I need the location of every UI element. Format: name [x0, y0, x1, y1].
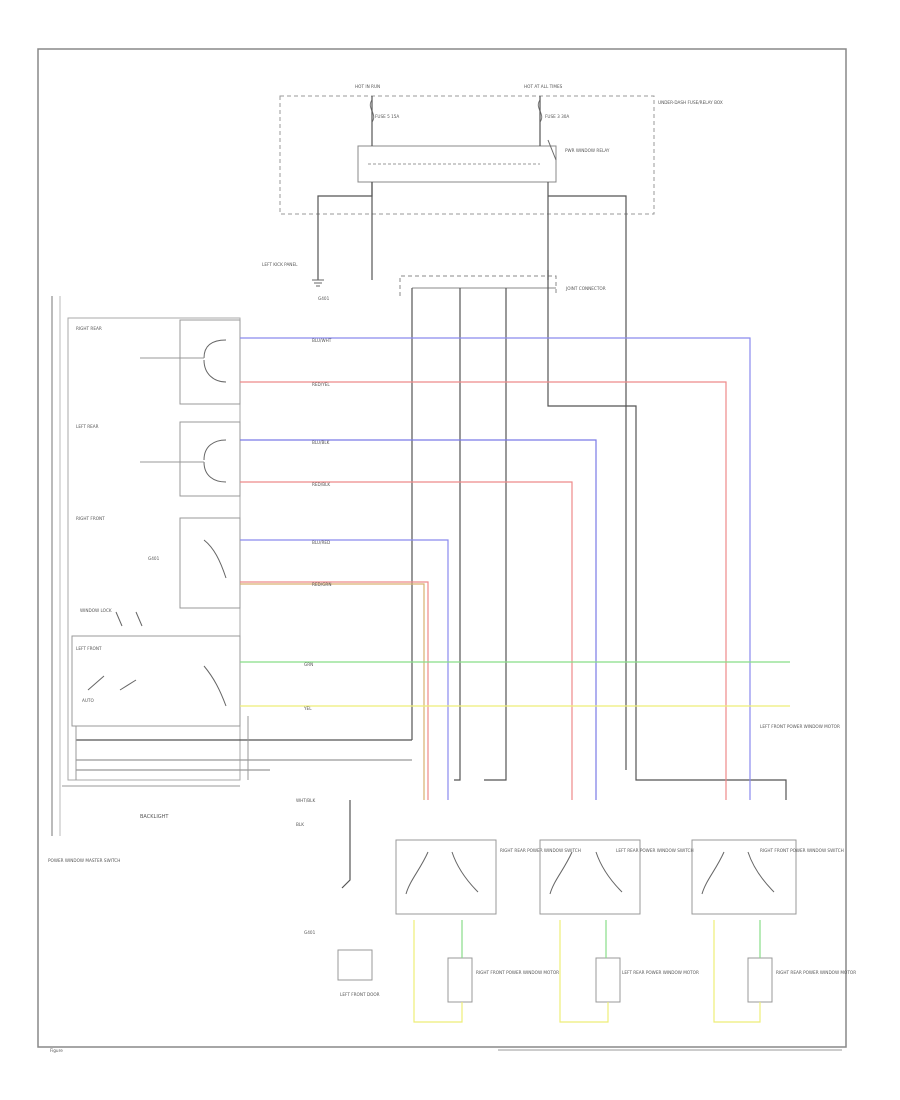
footer-label: Figure	[50, 1048, 63, 1053]
wire-label-10: BLK	[296, 822, 304, 827]
bottom-ground-label: LEFT FRONT DOOR	[340, 992, 380, 997]
junction-feed-wires	[411, 288, 787, 800]
ground-left-label: LEFT KICK PANEL	[262, 262, 298, 267]
wire-labels: BLU/WHT RED/YEL BLU/BLK RED/BLK BLU/RED …	[296, 338, 332, 827]
wire-label-6: RED/GRN	[312, 582, 331, 587]
wire-label-4: RED/BLK	[312, 482, 330, 487]
left-front-motor-label: LEFT FRONT POWER WINDOW MOTOR	[760, 724, 840, 729]
door-switch-right-front: RIGHT FRONT POWER WINDOW SWITCH	[760, 848, 844, 853]
bottom-ground-id: G401	[304, 930, 316, 935]
motor-left-rear-label: LEFT REAR POWER WINDOW MOTOR	[622, 970, 699, 975]
fuse-right-label: FUSE 3 30A	[545, 114, 569, 119]
wire-label-7: GRN	[304, 662, 313, 667]
hot-left-label: HOT IN RUN	[355, 84, 380, 89]
relay-box	[357, 145, 557, 183]
wire-label-8: YEL	[303, 706, 312, 711]
backlight-label: BACKLIGHT	[140, 814, 169, 820]
auto-label: AUTO	[82, 698, 94, 703]
hot-right-label: HOT AT ALL TIMES	[524, 84, 563, 89]
fuse-box-label: UNDER-DASH FUSE/RELAY BOX	[658, 100, 723, 105]
section-right-rear: RIGHT REAR	[76, 326, 102, 331]
motor-right-rear-label: RIGHT REAR POWER WINDOW MOTOR	[776, 970, 856, 975]
signal-wires: LEFT FRONT POWER WINDOW MOTOR	[240, 337, 840, 800]
fuse-relay-box: HOT IN RUN HOT AT ALL TIMES UNDER-DASH F…	[279, 84, 723, 215]
wire-label-5: BLU/RED	[312, 540, 330, 545]
power-wires: LEFT KICK PANEL G401	[262, 96, 627, 770]
relay-label: PWR WINDOW RELAY	[565, 148, 610, 153]
joint-connector: JOINT CONNECTOR	[399, 270, 606, 296]
section-left-rear: LEFT REAR	[76, 424, 99, 429]
master-ground-id: G401	[148, 556, 160, 561]
motor-right-front-label: RIGHT FRONT POWER WINDOW MOTOR	[476, 970, 559, 975]
ground-left-id: G401	[318, 296, 330, 301]
door-switch-left-rear: LEFT REAR POWER WINDOW SWITCH	[616, 848, 694, 853]
fuse-left-label: FUSE 5 15A	[375, 114, 399, 119]
wire-label-1: BLU/WHT	[312, 338, 332, 343]
master-switch: RIGHT REAR LEFT REAR RIGHT FRONT LEFT FR…	[48, 296, 412, 863]
window-lock-label: WINDOW LOCK	[80, 608, 112, 613]
door-switches: RIGHT REAR POWER WINDOW SWITCH LEFT REAR…	[395, 839, 844, 915]
wire-label-3: BLU/BLK	[312, 440, 330, 445]
diagram-frame	[37, 48, 847, 1048]
section-right-front: RIGHT FRONT	[76, 516, 105, 521]
wire-label-2: RED/YEL	[312, 382, 330, 387]
master-switch-label: POWER WINDOW MASTER SWITCH	[48, 858, 120, 863]
section-left-front: LEFT FRONT	[76, 646, 102, 651]
bottom-ground: G401 LEFT FRONT DOOR	[304, 800, 380, 997]
motors: RIGHT FRONT POWER WINDOW MOTOR LEFT REAR…	[413, 920, 856, 1023]
wire-label-9: WHT/BLK	[296, 798, 315, 803]
junction-label: JOINT CONNECTOR	[565, 286, 606, 291]
